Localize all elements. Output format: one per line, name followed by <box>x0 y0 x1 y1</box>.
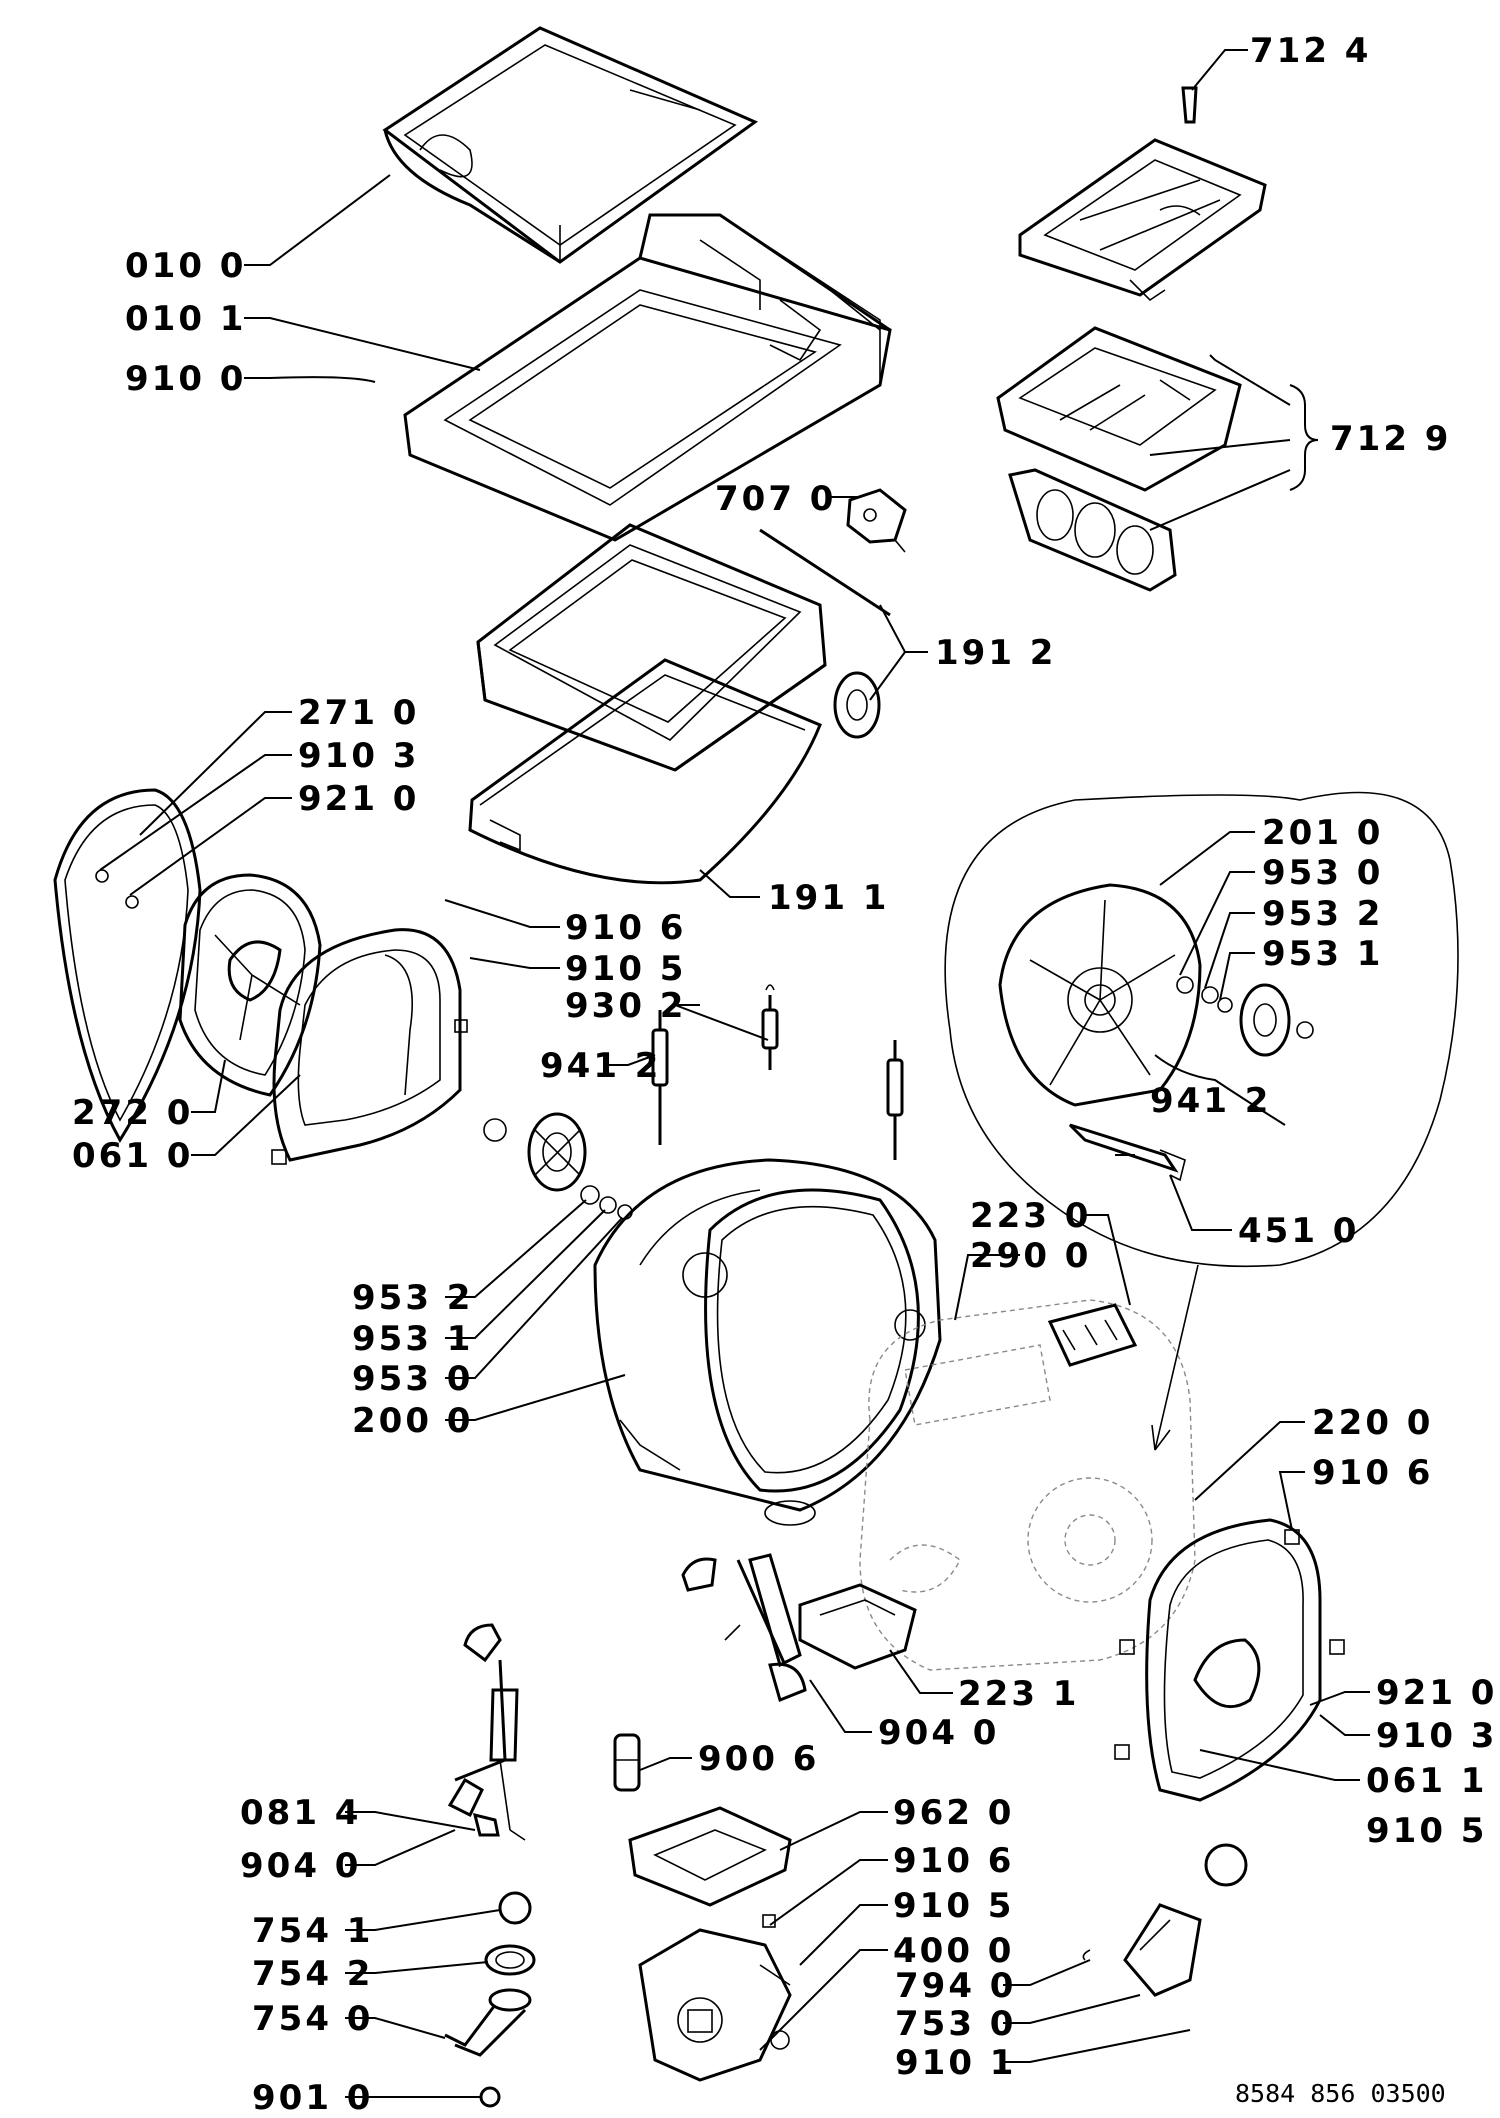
label-200-0: 200 0 <box>352 1401 473 1441</box>
dispenser-tray <box>996 326 1242 492</box>
label-910-6-right: 910 6 <box>1312 1453 1433 1493</box>
part-drawings <box>53 26 1345 2108</box>
detail-pointer-head <box>1151 1424 1171 1451</box>
pulley <box>833 671 881 739</box>
label-953-0-right: 953 0 <box>1262 853 1383 893</box>
rod <box>759 528 891 617</box>
label-953-0-left: 953 0 <box>352 1359 473 1399</box>
clamp-901 <box>479 2086 501 2108</box>
connector-900 <box>613 1733 641 1792</box>
label-910-6-left: 910 6 <box>565 908 686 948</box>
label-754-2: 754 2 <box>252 1954 373 1994</box>
top-frame <box>403 213 892 542</box>
label-220-0: 220 0 <box>1312 1403 1433 1443</box>
label-010-0: 010 0 <box>125 246 246 286</box>
label-910-3: 910 3 <box>298 736 419 776</box>
label-910-1: 910 1 <box>895 2043 1016 2083</box>
dispenser-housing <box>1008 468 1177 592</box>
label-010-1: 010 1 <box>125 299 246 339</box>
label-061-1: 061 1 <box>1366 1761 1487 1801</box>
label-910-5-bottom: 910 5 <box>893 1886 1014 1926</box>
label-451-0: 451 0 <box>1238 1211 1359 1251</box>
label-962-0: 962 0 <box>893 1793 1014 1833</box>
tub-front <box>593 1158 942 1526</box>
label-910-0: 910 0 <box>125 359 246 399</box>
door-switch <box>846 488 907 553</box>
detail-outline <box>944 791 1459 1268</box>
left-hub <box>483 1112 633 1220</box>
detail-pointer <box>1154 1264 1199 1451</box>
label-223-0: 223 0 <box>970 1196 1091 1236</box>
shock-absorber-middle <box>681 1553 807 1703</box>
label-910-5-left: 910 5 <box>565 949 686 989</box>
spring-930 <box>761 984 779 1070</box>
label-953-1-left: 953 1 <box>352 1319 473 1359</box>
label-081-4: 081 4 <box>240 1793 361 1833</box>
spring-941-left <box>651 1010 669 1145</box>
label-794-0: 794 0 <box>895 1966 1016 2006</box>
label-910-6-bottom: 910 6 <box>893 1841 1014 1881</box>
label-201-0: 201 0 <box>1262 813 1383 853</box>
right-rear-cover <box>1114 1518 1345 1802</box>
label-941-2-left: 941 2 <box>540 1046 661 1086</box>
label-707-0: 707 0 <box>715 479 836 519</box>
drain-pump <box>638 1914 792 2082</box>
label-910-3-right: 910 3 <box>1376 1716 1497 1756</box>
label-712-9: 712 9 <box>1330 419 1451 459</box>
label-953-1-right: 953 1 <box>1262 934 1383 974</box>
label-754-0: 754 0 <box>252 1999 373 2039</box>
tub-weight-lower <box>798 1583 917 1670</box>
label-930-2: 930 2 <box>565 986 686 1026</box>
spring-941-right <box>886 1040 904 1160</box>
label-191-1: 191 1 <box>768 878 889 918</box>
left-tub-back <box>271 928 468 1165</box>
ball-754-1 <box>498 1891 532 1925</box>
label-953-2-right: 953 2 <box>1262 894 1383 934</box>
label-061-0: 061 0 <box>72 1136 193 1176</box>
label-712-4: 712 4 <box>1250 31 1371 71</box>
drum-spider-right <box>998 883 1314 1107</box>
drawing-code: 8584 856 03500 <box>1235 2079 1446 2108</box>
label-900-6: 900 6 <box>698 1739 819 1779</box>
label-921-0-right: 921 0 <box>1376 1673 1497 1713</box>
dispenser-lid <box>1018 138 1267 302</box>
group-bracket-941-2 <box>1154 1054 1286 1126</box>
part-labels: 712 4 010 0 010 1 910 0 712 9 707 0 191 … <box>72 31 1497 2118</box>
pressure-switch <box>1082 1843 1248 1997</box>
flap-door <box>468 658 822 885</box>
label-754-1: 754 1 <box>252 1911 373 1951</box>
label-901-0: 901 0 <box>252 2078 373 2118</box>
label-272-0: 272 0 <box>72 1093 193 1133</box>
label-400-0: 400 0 <box>893 1931 1014 1971</box>
ring-754-2 <box>484 1944 536 1976</box>
label-271-0: 271 0 <box>298 693 419 733</box>
label-904-0-left: 904 0 <box>240 1846 361 1886</box>
label-223-1: 223 1 <box>958 1674 1079 1714</box>
hose-754-0 <box>444 1988 532 2057</box>
group-bracket-712-9 <box>1289 384 1319 491</box>
leader-lines <box>99 49 1370 2098</box>
label-941-2-right: 941 2 <box>1150 1081 1271 1121</box>
label-910-5-right: 910 5 <box>1366 1811 1487 1851</box>
label-191-2: 191 2 <box>935 633 1056 673</box>
label-290-0: 290 0 <box>970 1236 1091 1276</box>
outer-tub-ghost <box>859 1299 1196 1671</box>
tub-cover-ring <box>476 523 827 772</box>
label-753-0: 753 0 <box>895 2004 1016 2044</box>
heater-element <box>1068 1123 1186 1182</box>
bracket-962 <box>628 1806 792 1907</box>
label-953-2-left: 953 2 <box>352 1278 473 1318</box>
left-side-cover <box>53 788 202 1143</box>
small-fastener <box>1181 86 1198 124</box>
counterweight <box>1047 1303 1138 1367</box>
label-904-0-middle: 904 0 <box>878 1713 999 1753</box>
label-921-0: 921 0 <box>298 779 419 819</box>
shock-absorber-left <box>447 1623 526 1841</box>
top-cover <box>382 26 759 264</box>
